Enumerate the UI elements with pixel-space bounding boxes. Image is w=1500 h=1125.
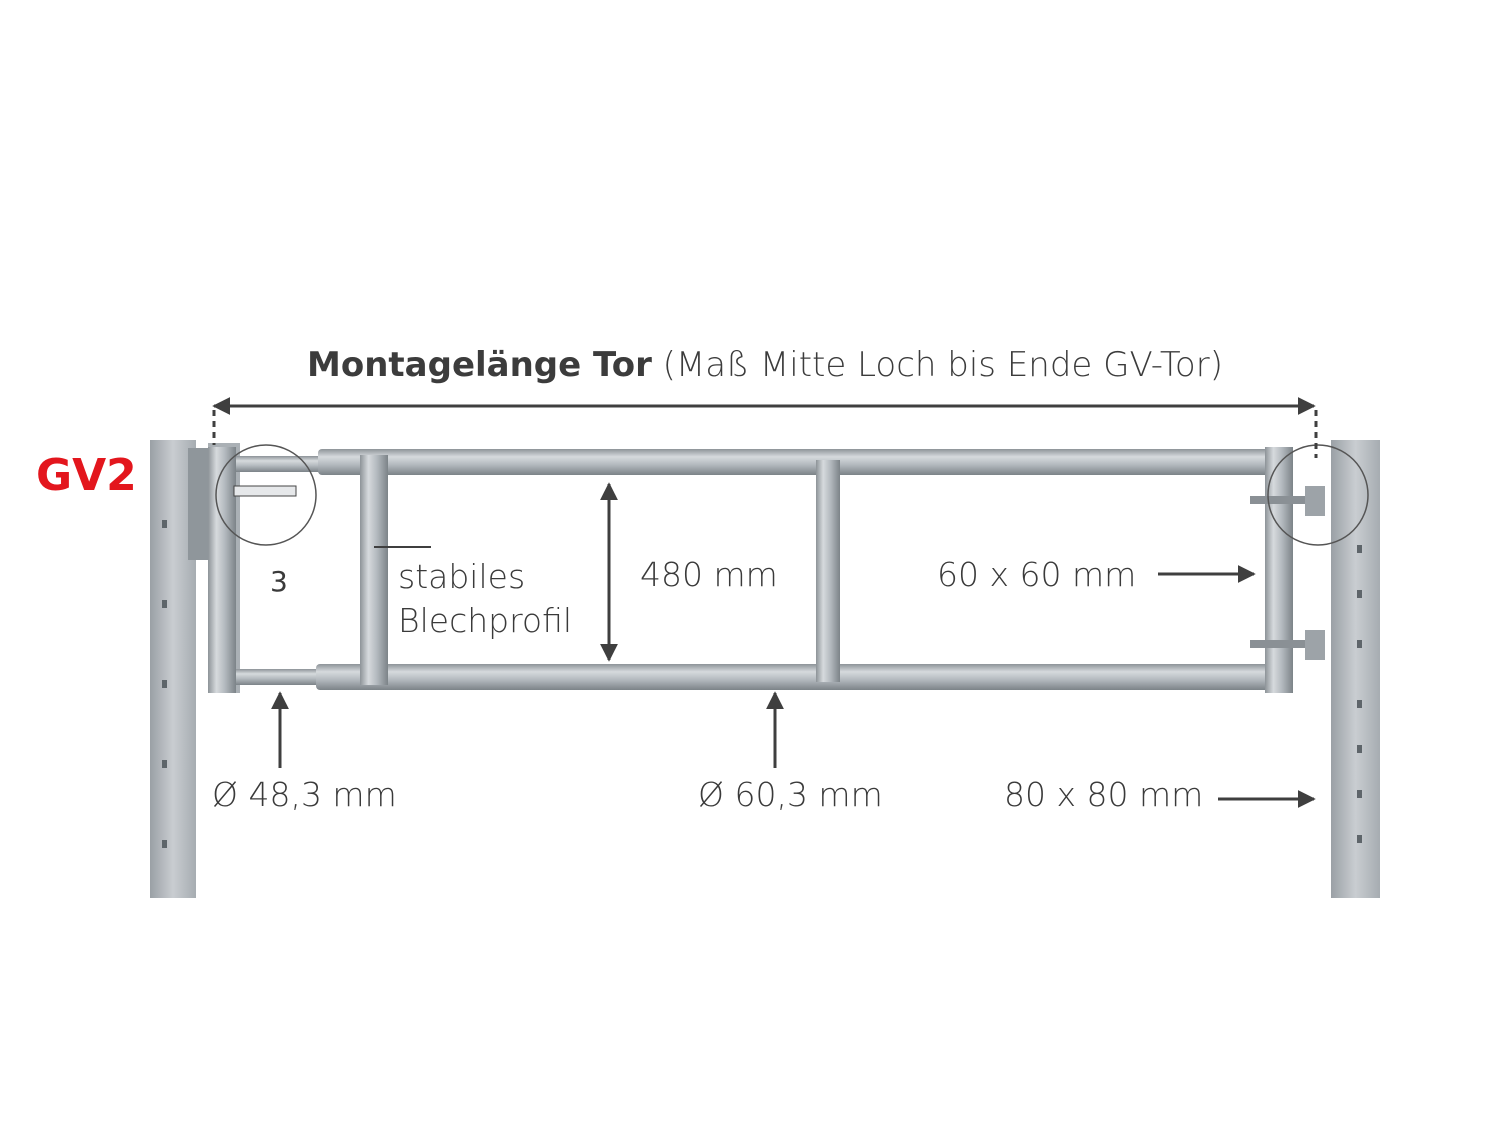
large-tube-label: Ø 60,3 mm: [698, 775, 883, 814]
profile-label-line1: stabiles: [398, 557, 526, 596]
post-label: 80 x 80 mm: [1004, 775, 1204, 814]
frame-tube-label: 60 x 60 mm: [937, 555, 1137, 594]
detail-number: 3: [270, 565, 288, 598]
detail-circle-latch: [215, 444, 317, 546]
gate-frame: [208, 447, 1325, 693]
page-title: Montagelänge Tor (Maß Mitte Loch bis End…: [0, 345, 1500, 385]
small-tube-label: Ø 48,3 mm: [212, 775, 397, 814]
title-main: Montagelänge Tor: [307, 345, 652, 385]
detail-circle-hinge: [1267, 444, 1369, 546]
title-note: (Maß Mitte Loch bis Ende GV-Tor): [662, 345, 1223, 385]
model-label: GV2: [36, 450, 137, 501]
height-label: 480 mm: [640, 555, 778, 594]
right-post: [1331, 440, 1380, 898]
profile-label-line2: Blechprofil: [398, 601, 573, 640]
